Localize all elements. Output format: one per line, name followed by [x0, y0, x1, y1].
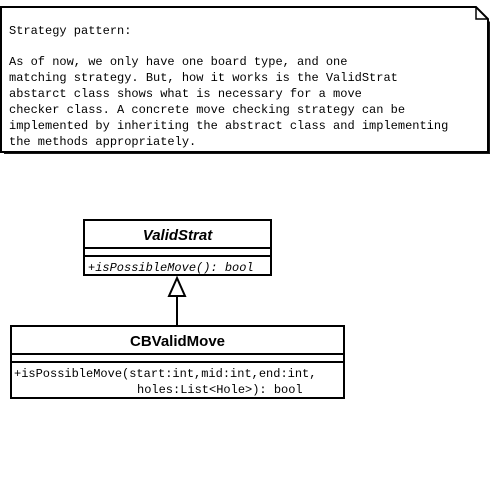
concrete-class-method-line-2: holes:List<Hole>): bool: [137, 383, 303, 397]
abstract-class-method: +isPossibleMove(): bool: [88, 261, 254, 275]
abstract-class-name: ValidStrat: [143, 227, 213, 244]
concrete-class-method-line-1: +isPossibleMove(start:int,mid:int,end:in…: [14, 367, 316, 381]
note-line-4: matching strategy. But, how it works is …: [9, 71, 398, 85]
note-line-8: the methods appropriately.: [9, 135, 196, 149]
note-text: Strategy pattern: As of now, we only hav…: [9, 24, 448, 149]
note-box: [0, 6, 489, 153]
note-line-3: As of now, we only have one board type, …: [9, 55, 347, 69]
note-line-1: Strategy pattern:: [9, 24, 131, 38]
note-line-5: abstarct class shows what is necessary f…: [9, 87, 362, 101]
concrete-class-cbvalidmove: CBValidMove +isPossibleMove(start:int,mi…: [10, 325, 345, 399]
inheritance-arrow: [167, 275, 187, 326]
concrete-class-name: CBValidMove: [130, 333, 225, 350]
note-line-6: checker class. A concrete move checking …: [9, 103, 405, 117]
abstract-class-validstrat: ValidStrat +isPossibleMove(): bool: [83, 219, 272, 276]
note-line-7: implemented by inheriting the abstract c…: [9, 119, 448, 133]
inheritance-triangle-icon: [167, 275, 187, 297]
